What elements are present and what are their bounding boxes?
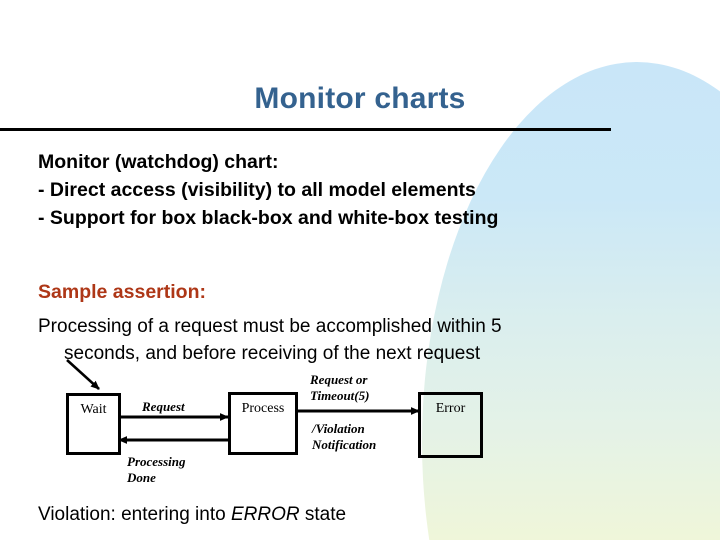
state-label-error: Error	[435, 401, 466, 416]
transition-label-processing: Processing	[127, 454, 186, 469]
initial-transition-arrow	[66, 359, 100, 390]
footer-emphasis: ERROR	[230, 504, 300, 525]
body-line-2: - Support for box black-box and white-bo…	[38, 207, 499, 229]
state-node-process[interactable]: Process	[228, 392, 298, 455]
body-bullets: Monitor (watchdog) chart: - Direct acces…	[38, 148, 638, 232]
diagram-arrows	[66, 359, 420, 444]
body-line-0: Monitor (watchdog) chart:	[38, 151, 279, 173]
transition-label-timeout: Timeout(5)	[310, 388, 370, 403]
transition-label-done: Done	[127, 470, 156, 485]
transition-label-violation: /Violation	[312, 421, 365, 436]
state-label-process: Process	[241, 401, 285, 416]
transition-label-notification: Notification	[312, 437, 377, 452]
footer-prefix: Violation: entering into	[38, 504, 231, 525]
state-node-error[interactable]: Error	[418, 392, 483, 458]
state-label-wait: Wait	[80, 402, 107, 417]
transition-label-request-or: Request or	[310, 372, 368, 387]
state-machine-diagram: Wait Process Error Request Processing Do…	[55, 358, 510, 500]
state-node-wait[interactable]: Wait	[66, 393, 121, 455]
footer-suffix: state	[299, 504, 347, 525]
transition-label-processing-done: Processing Done	[127, 454, 186, 486]
transition-label-request: Request	[142, 399, 185, 414]
page-title: Monitor charts	[254, 82, 466, 115]
assertion-text: Processing of a request must be accompli…	[38, 313, 648, 367]
transition-label-violation-notification: /Violation Notification	[312, 421, 376, 453]
assertion-line-2: seconds, and before receiving of the nex…	[64, 343, 481, 364]
title-divider	[0, 128, 611, 131]
transition-label-request-or-timeout: Request or Timeout(5)	[310, 372, 369, 404]
footer-note: Violation: entering into ERROR state	[38, 504, 346, 526]
assertion-line-1: Processing of a request must be accompli…	[38, 316, 502, 337]
assertion-heading: Sample assertion:	[38, 281, 206, 303]
body-line-1: - Direct access (visibility) to all mode…	[38, 179, 476, 201]
